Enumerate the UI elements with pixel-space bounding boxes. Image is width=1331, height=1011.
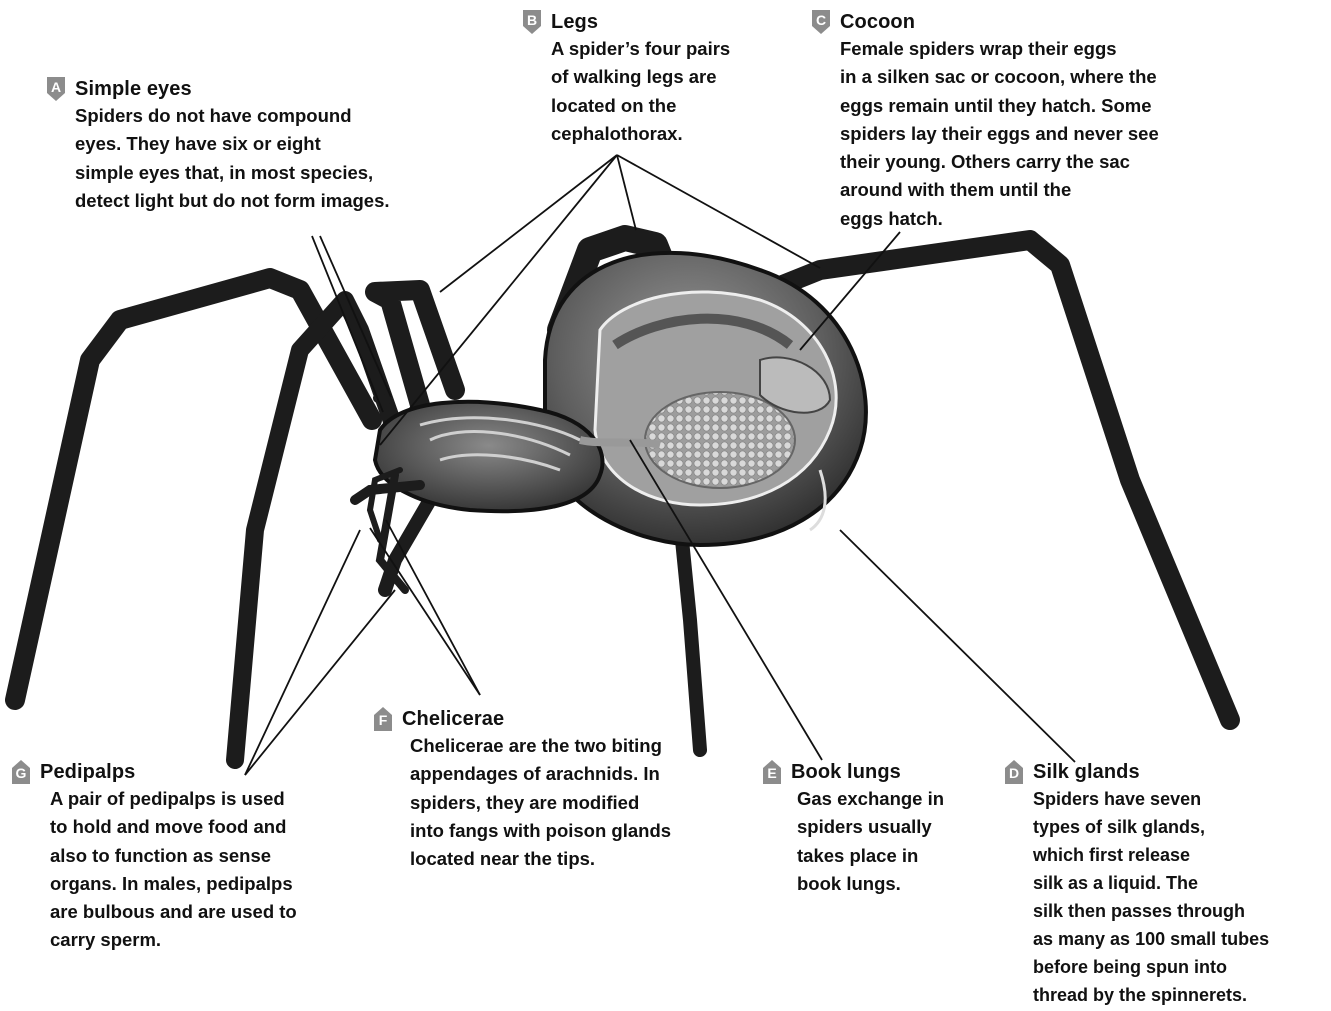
callout-title-pedipalps: Pedipalps (40, 761, 135, 784)
leader-chelicerae-1 (370, 528, 480, 695)
leader-chelicerae-2 (386, 520, 480, 695)
leader-pedipalps-1 (245, 530, 360, 775)
leader-legs-2 (617, 155, 636, 230)
callout-badge-c: C (812, 10, 834, 34)
callout-badge-e: E (763, 760, 785, 784)
callout-pedipalps: G Pedipalps A pair of pedipalps is used … (12, 759, 297, 955)
callout-title-simple-eyes: Simple eyes (75, 78, 192, 101)
callout-body-pedipalps: A pair of pedipalps is used to hold and … (50, 785, 297, 955)
callout-title-book-lungs: Book lungs (791, 761, 901, 784)
leader-silk-glands (840, 530, 1075, 762)
callout-badge-f: F (374, 707, 396, 731)
callout-title-cocoon: Cocoon (840, 11, 915, 34)
callout-legs: B Legs A spider’s four pairs of walking … (523, 9, 730, 148)
callout-body-chelicerae: Chelicerae are the two biting appendages… (410, 732, 671, 873)
callout-book-lungs: E Book lungs Gas exchange in spiders usu… (763, 759, 944, 898)
callout-simple-eyes: A Simple eyes Spiders do not have compou… (47, 76, 390, 215)
callout-chelicerae: F Chelicerae Chelicerae are the two biti… (374, 706, 671, 873)
callout-title-chelicerae: Chelicerae (402, 708, 504, 731)
callout-badge-b: B (523, 10, 545, 34)
leader-cocoon (800, 232, 900, 350)
callout-body-cocoon: Female spiders wrap their eggs in a silk… (840, 35, 1159, 233)
callout-body-legs: A spider’s four pairs of walking legs ar… (551, 35, 730, 148)
leader-pedipalps-2 (245, 590, 395, 775)
callout-badge-d: D (1005, 760, 1027, 784)
callout-body-simple-eyes: Spiders do not have compound eyes. They … (75, 102, 390, 215)
leg-lower-center (680, 520, 700, 750)
callout-title-legs: Legs (551, 11, 598, 34)
spider-abdomen (545, 253, 866, 545)
callout-cocoon: C Cocoon Female spiders wrap their eggs … (812, 9, 1159, 233)
callout-silk-glands: D Silk glands Spiders have seven types o… (1005, 759, 1269, 1009)
callout-badge-g: G (12, 760, 34, 784)
callout-title-silk-glands: Silk glands (1033, 761, 1140, 784)
callout-badge-a: A (47, 77, 69, 101)
callout-body-book-lungs: Gas exchange in spiders usually takes pl… (797, 785, 944, 898)
callout-body-silk-glands: Spiders have seven types of silk glands,… (1033, 785, 1269, 1009)
